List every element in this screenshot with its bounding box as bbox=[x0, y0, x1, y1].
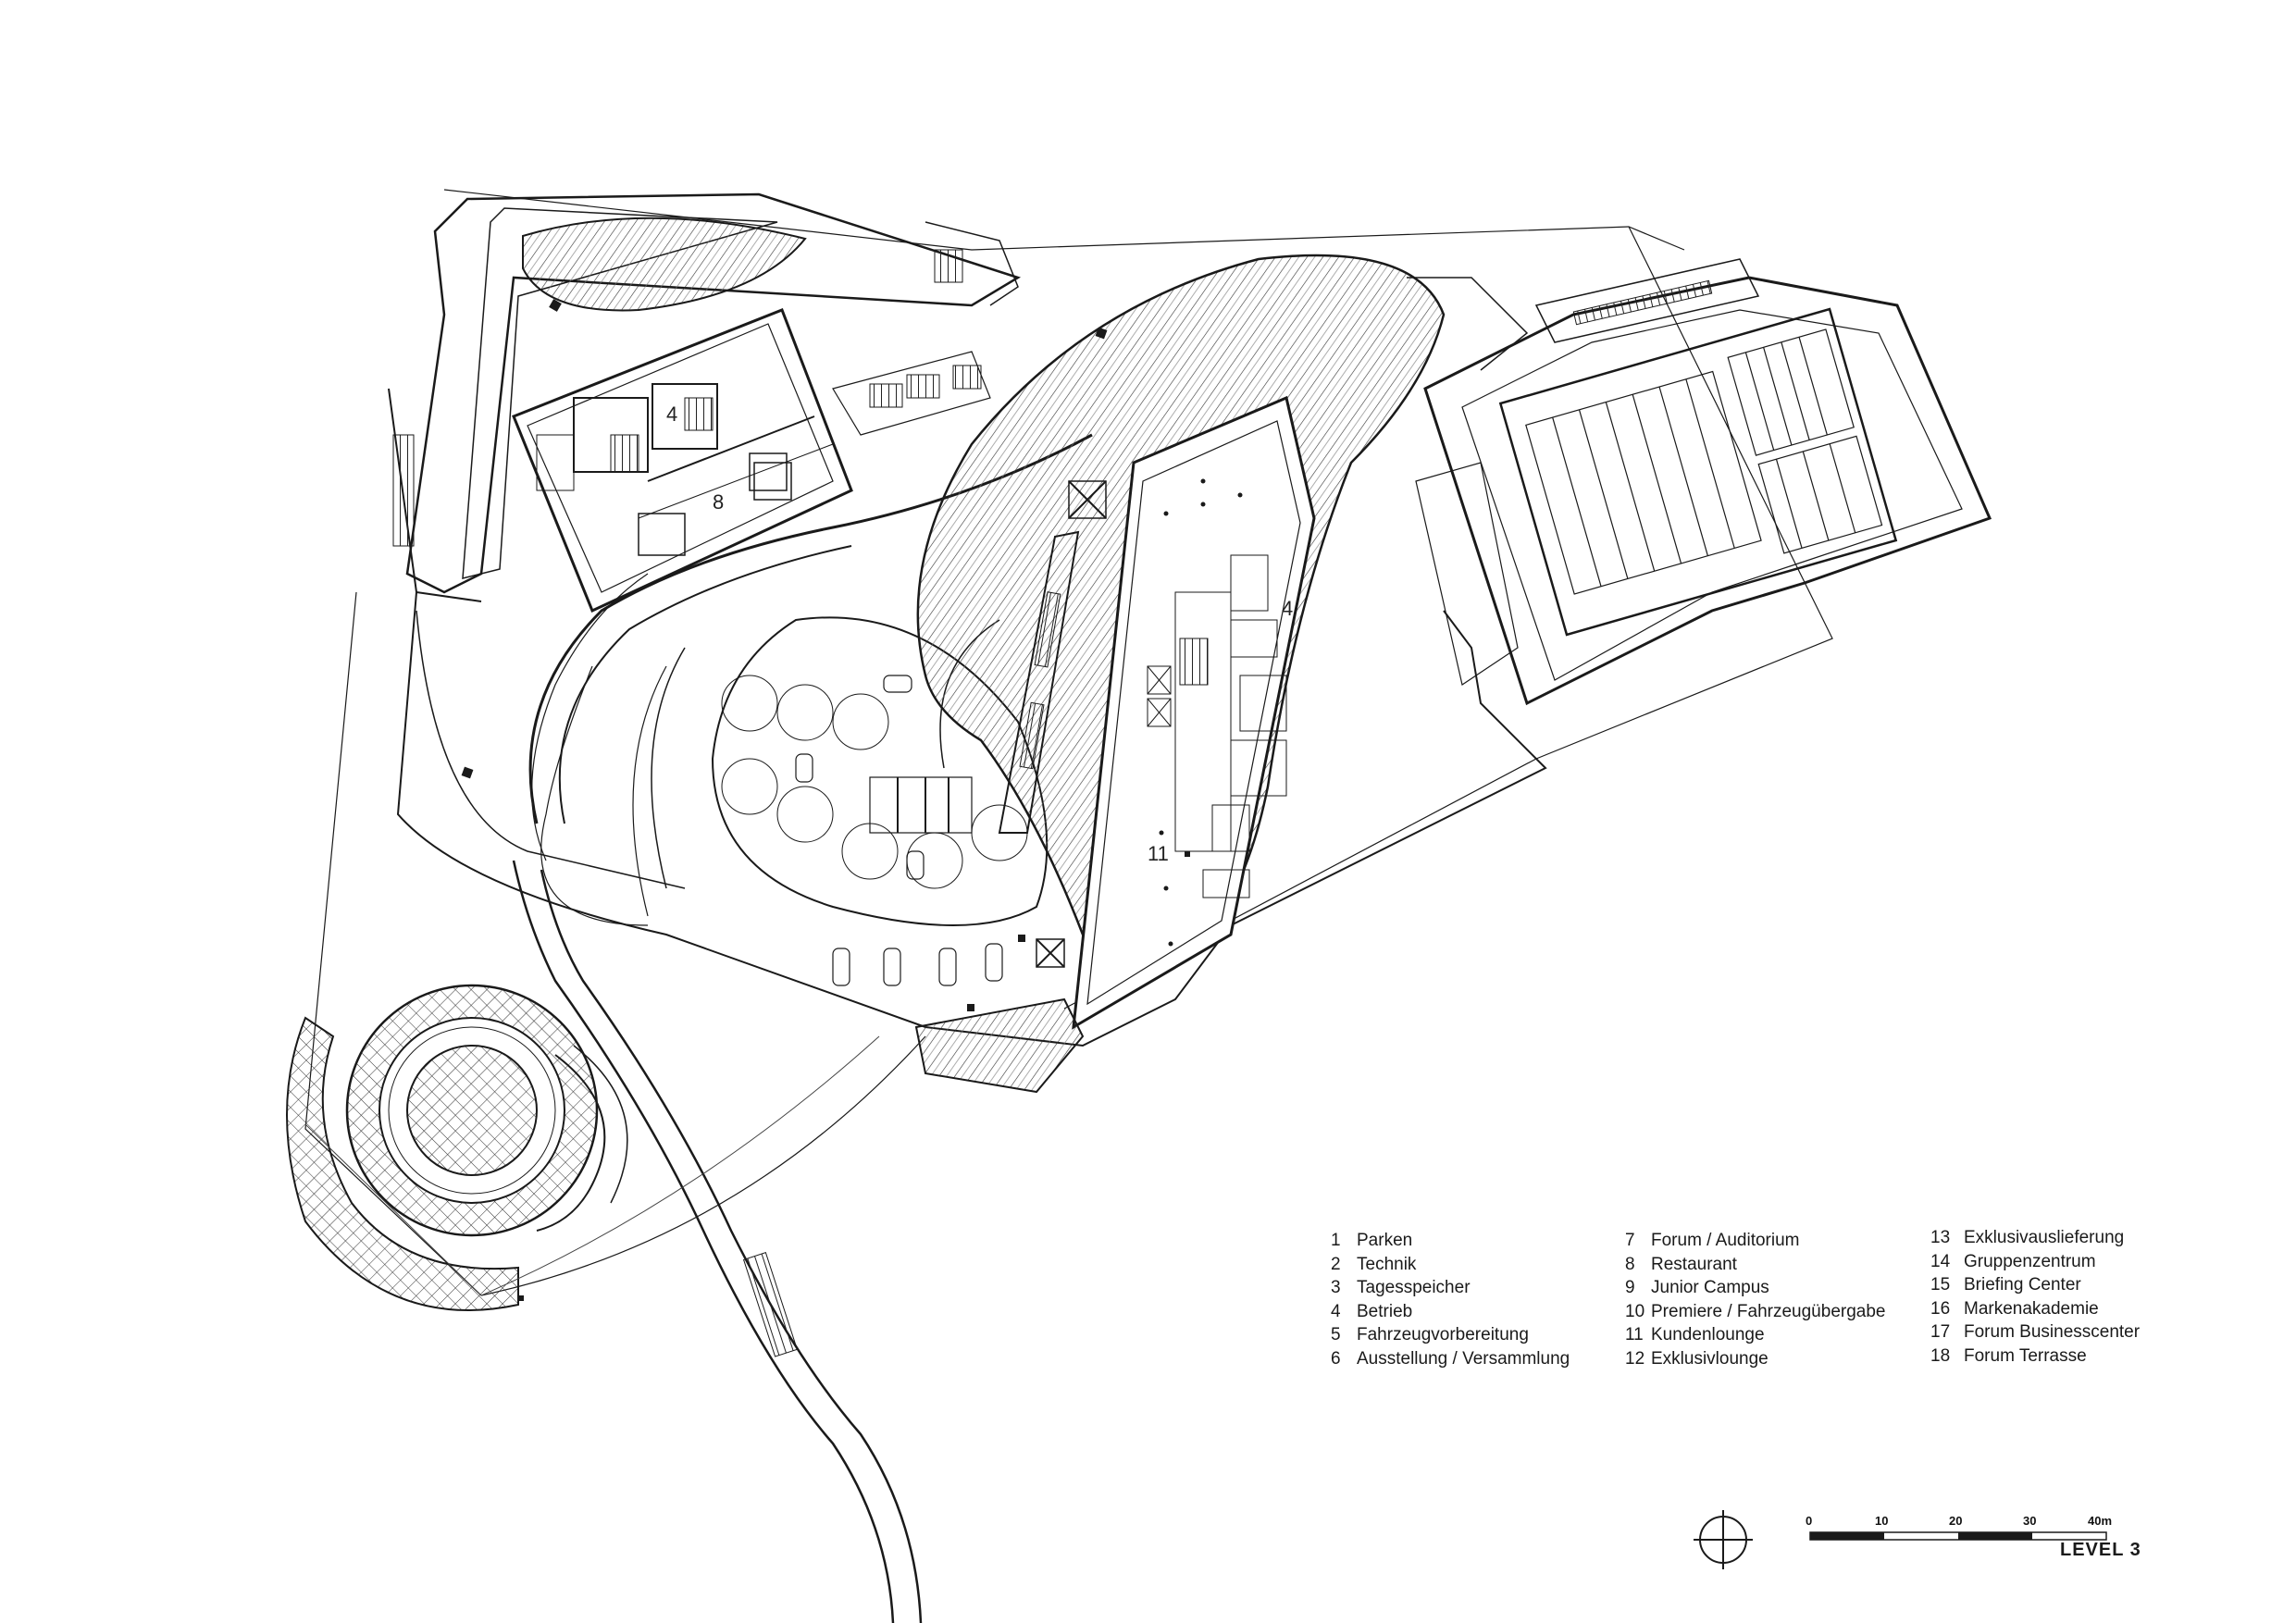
north-arrow-icon bbox=[1694, 1510, 1753, 1569]
scale-tick-label: 0 bbox=[1806, 1514, 1813, 1528]
level-label: LEVEL 3 bbox=[2060, 1540, 2141, 1560]
louvre-block bbox=[753, 462, 1107, 834]
central-wedge bbox=[1072, 395, 1316, 1030]
parking-strip-top bbox=[832, 351, 991, 436]
scale-tick-label: 30 bbox=[2023, 1514, 2037, 1528]
room-number: 11 bbox=[1148, 842, 1169, 865]
car-display-ellipse bbox=[632, 616, 1049, 926]
scale-bar bbox=[1809, 1531, 2107, 1541]
scale-tick-label: 40m bbox=[2088, 1514, 2113, 1528]
room-number: 8 bbox=[713, 490, 724, 514]
spiral-tower bbox=[286, 984, 628, 1311]
scale-tick-label: 20 bbox=[1949, 1514, 1963, 1528]
forum-auditorium bbox=[1415, 258, 1992, 706]
roof-hatch-1 bbox=[522, 217, 807, 312]
parking-row-bottom bbox=[832, 938, 1065, 986]
access-road bbox=[512, 860, 895, 1623]
site-boundary bbox=[443, 189, 1685, 251]
lower-wedge-hatch bbox=[914, 997, 1085, 1094]
main-perimeter bbox=[396, 591, 1547, 1047]
restaurant-block bbox=[512, 308, 853, 613]
scale-tick-label: 10 bbox=[1875, 1514, 1889, 1528]
room-number: 4 bbox=[1282, 597, 1293, 620]
room-number: 4 bbox=[666, 403, 677, 426]
